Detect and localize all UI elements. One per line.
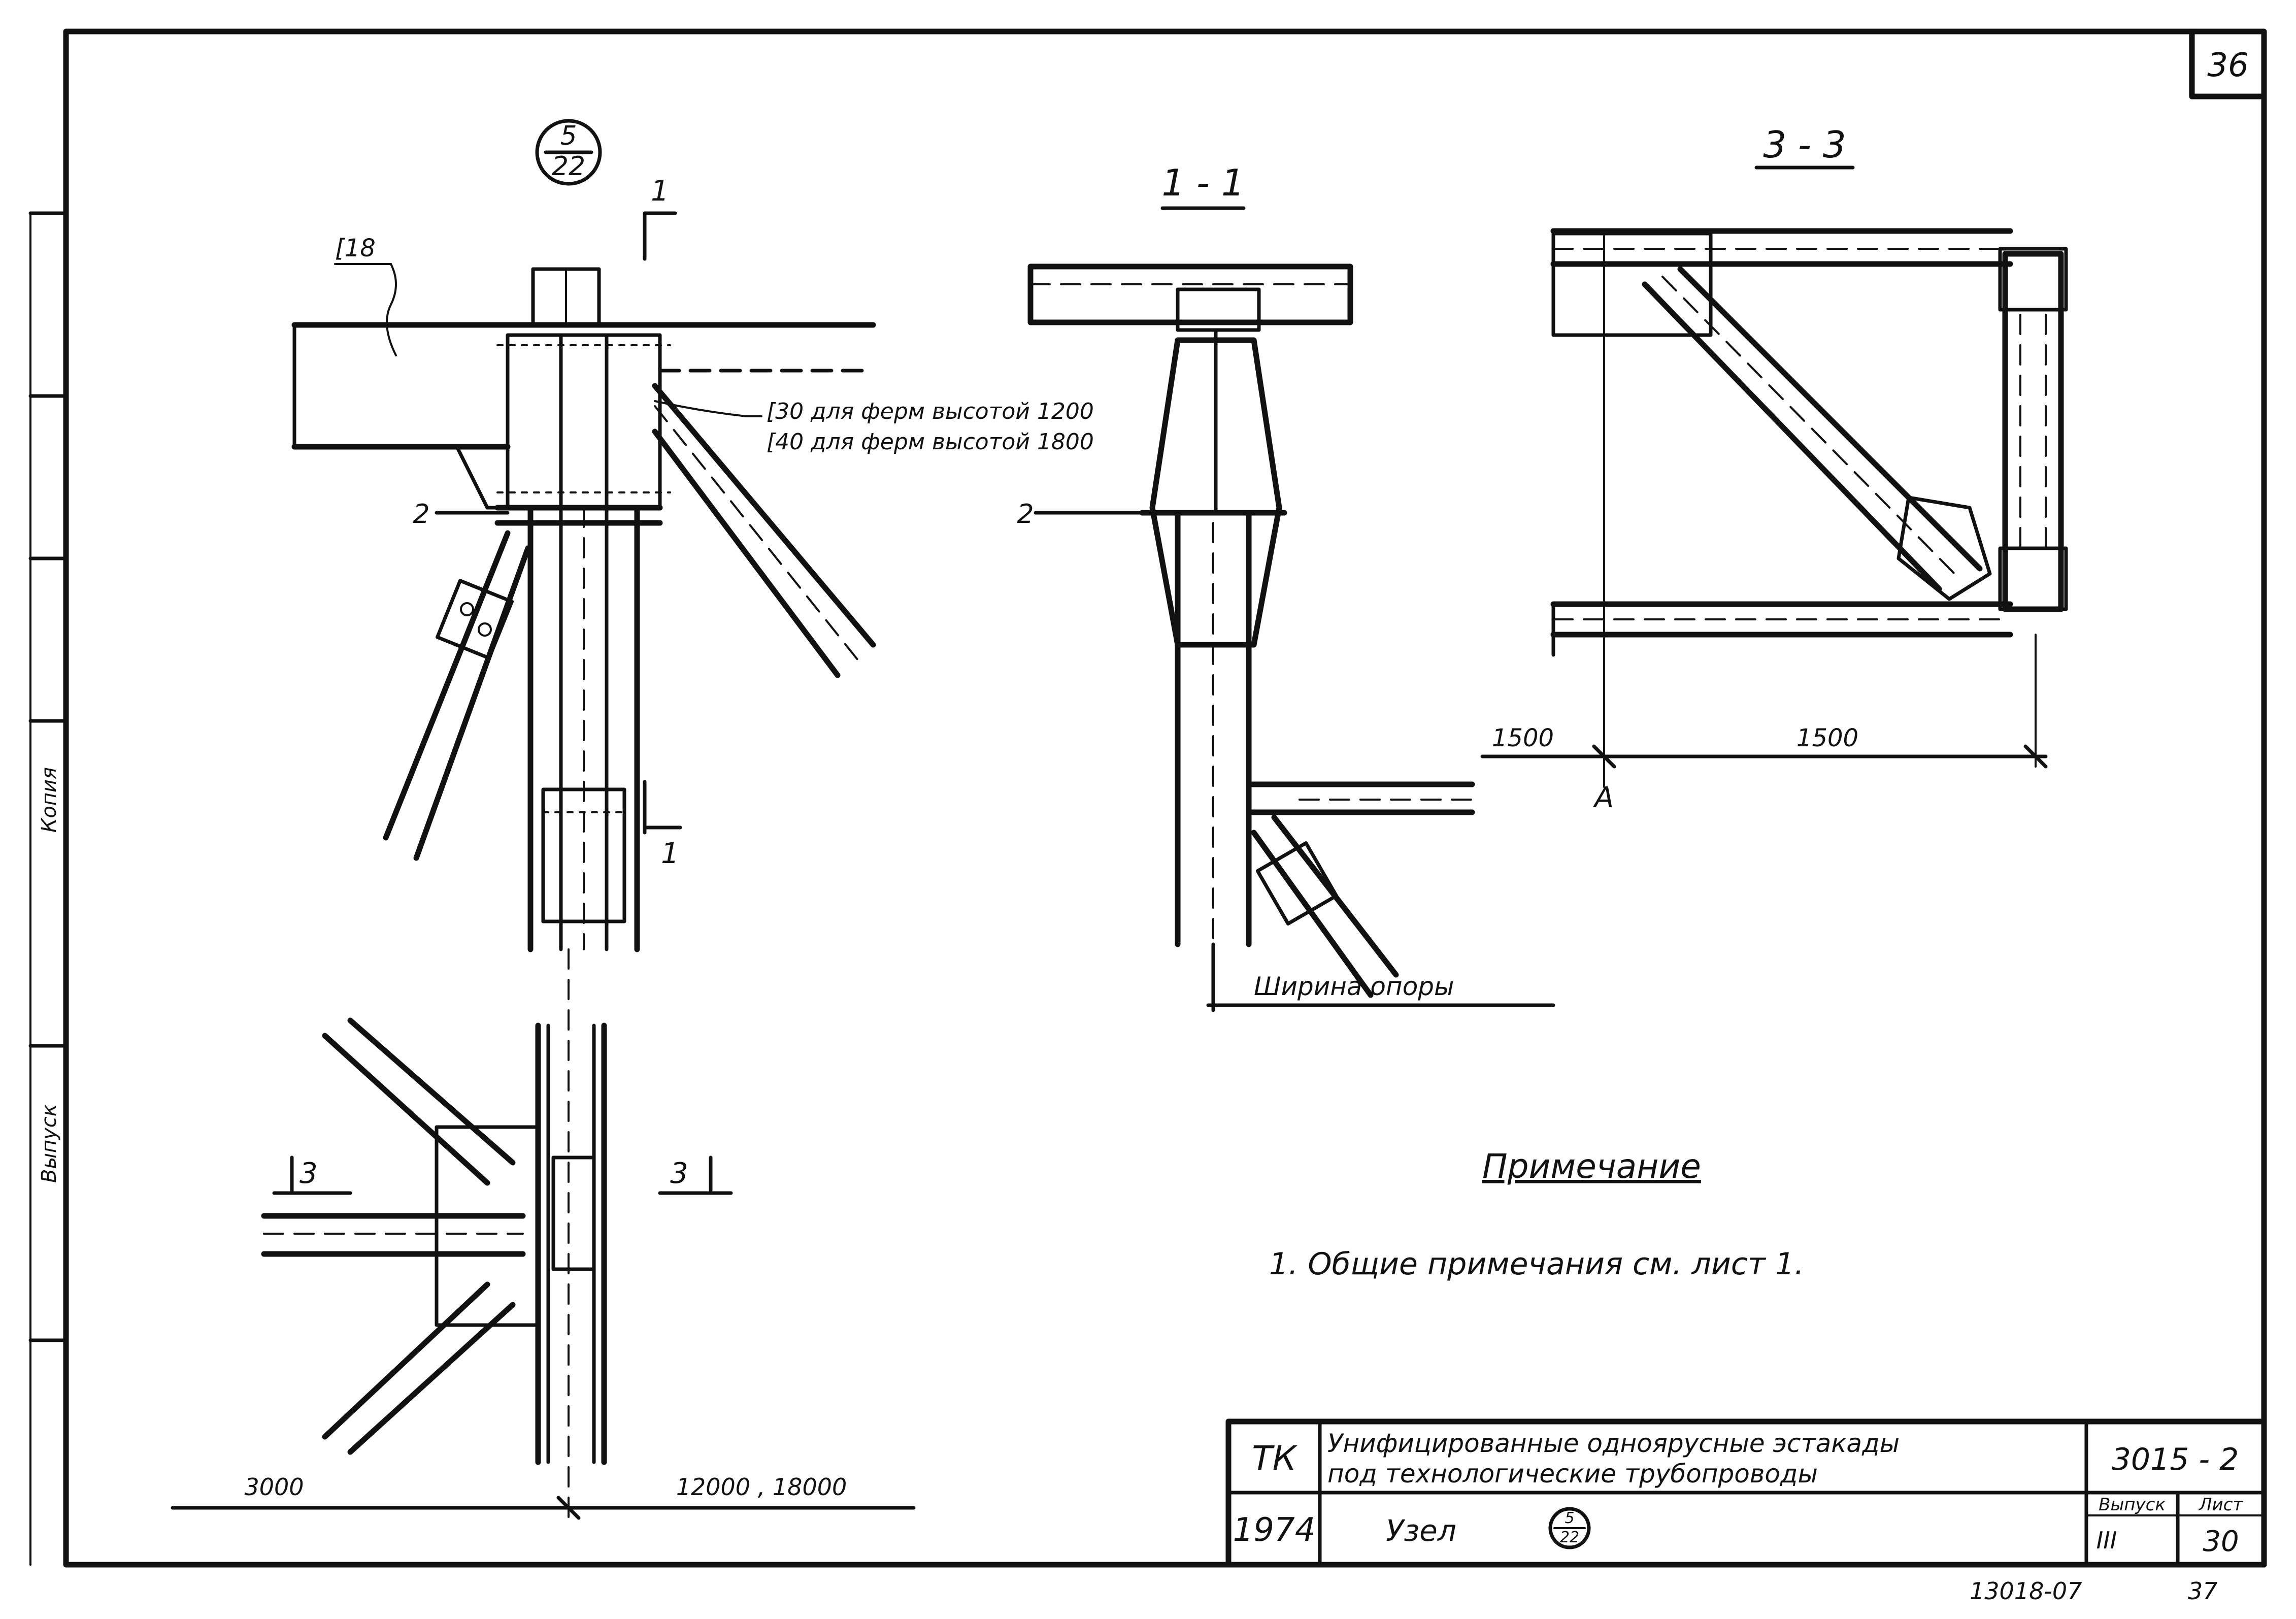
axis-label: A: [1593, 781, 1614, 814]
section-3-3-title: 3 - 3: [1763, 123, 1846, 166]
sheet-corner-number: 36: [2207, 47, 2248, 84]
section-1-1-title: 1 - 1: [1161, 161, 1244, 204]
node-marker: [535, 119, 602, 186]
title-node-text: Узел: [1386, 1513, 1456, 1548]
footer-page: 37: [2188, 1577, 2218, 1605]
title-year: 1974: [1233, 1511, 1316, 1549]
section-1-1-cut-2: 2: [1017, 499, 1034, 530]
issue-label: Выпуск: [2099, 1495, 2166, 1515]
cut-2-label: 2: [413, 499, 429, 530]
note-item: 1. Общие примечания см. лист 1.: [1269, 1246, 1804, 1282]
channel-note-2: [40 для ферм высотой 1800: [767, 429, 1094, 455]
cut-3-left-label: 3: [300, 1157, 318, 1190]
dimension-span-left: 1500: [1492, 724, 1554, 752]
title-node-marker-bottom: 22: [1560, 1529, 1579, 1546]
sheet-label: Лист: [2198, 1495, 2243, 1515]
title-block: [1225, 1418, 2267, 1568]
sheet-value: 30: [2203, 1525, 2239, 1558]
cut-3-right-label: 3: [670, 1157, 688, 1190]
plan-view: [171, 1017, 916, 1520]
title-series: 3015 - 2: [2112, 1442, 2239, 1477]
section-3-3-view: [1480, 166, 2068, 788]
title-org: ТК: [1252, 1439, 1297, 1478]
sheet-frame: [28, 28, 2267, 1568]
issue-value: III: [2097, 1527, 2117, 1554]
margin-text-issue: Выпуск: [38, 1104, 61, 1183]
node-marker-top: 5: [560, 121, 577, 151]
elevation-view: [291, 211, 876, 1519]
cut-1-top-label: 1: [651, 175, 669, 208]
margin-text-copy: Копия: [38, 767, 61, 833]
title-line-1: Унифицированные одноярусные эстакады: [1327, 1429, 1900, 1458]
support-width-label: Ширина опоры: [1254, 972, 1454, 1001]
dimension-spans-right: 12000 , 18000: [676, 1473, 847, 1501]
node-marker-bottom: 22: [552, 151, 585, 182]
footer-code: 13018-07: [1970, 1577, 2082, 1605]
cut-1-bottom-label: 1: [661, 837, 679, 870]
channel-note-1: [30 для ферм высотой 1200: [767, 399, 1094, 424]
channel-label: [18: [335, 234, 376, 262]
section-1-1-view: [1027, 206, 1555, 1012]
dimension-spans-left: 3000: [244, 1473, 304, 1501]
title-node-marker-top: 5: [1565, 1509, 1574, 1527]
dimension-span-right: 1500: [1796, 724, 1858, 752]
note-heading: Примечание: [1482, 1147, 1701, 1186]
title-line-2: под технологические трубопроводы: [1327, 1459, 1818, 1489]
